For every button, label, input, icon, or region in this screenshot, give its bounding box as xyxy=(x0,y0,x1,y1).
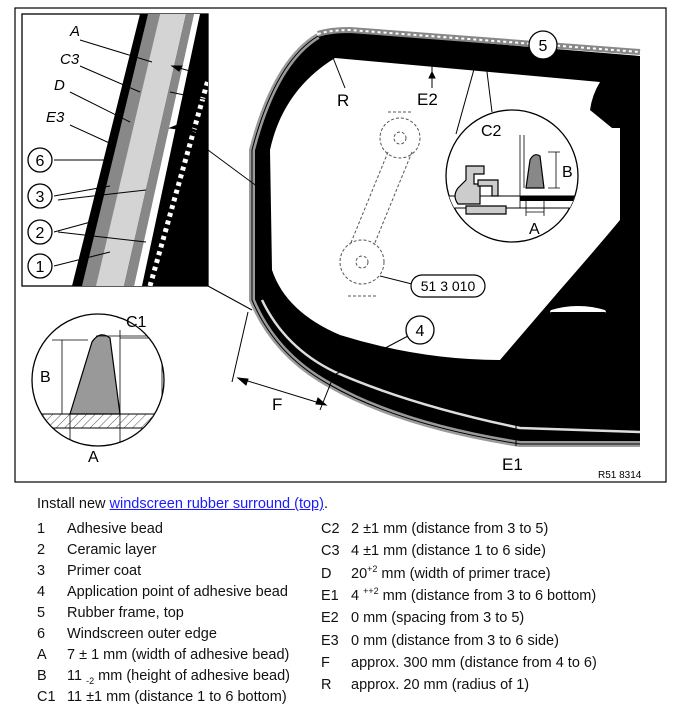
legend-description: Application point of adhesive bead xyxy=(67,584,288,600)
legend-key: 2 xyxy=(37,542,46,558)
legend-key: B xyxy=(37,668,47,684)
legend-key: 3 xyxy=(37,563,46,579)
install-prefix: Install new xyxy=(37,496,110,512)
windscreen-diagram: 5 4 R E2 E1 F 51 3 010 R51 8314 xyxy=(14,7,667,483)
svg-text:A: A xyxy=(69,23,80,40)
legend-desc-pre: 20 xyxy=(351,565,368,582)
svg-text:B: B xyxy=(562,164,573,181)
install-instruction: Install new windscreen rubber surround (… xyxy=(37,496,328,512)
svg-text:C2: C2 xyxy=(481,123,502,140)
legend-key: F xyxy=(321,654,330,671)
callout-4: 4 xyxy=(405,315,435,345)
detail-c1: C1 B A xyxy=(31,313,165,466)
legend-desc-tolerance: -2 xyxy=(86,675,95,686)
install-suffix: . xyxy=(323,496,328,512)
legend-description: 11 ±1 mm (distance 1 to 6 bottom) xyxy=(67,689,287,705)
legend-key: 4 xyxy=(37,584,46,600)
svg-text:2: 2 xyxy=(36,225,45,242)
legend-description: 4 ±1 mm (distance 1 to 6 side) xyxy=(351,543,546,560)
svg-text:6: 6 xyxy=(36,153,45,170)
legend-key: A xyxy=(37,647,47,663)
label-e1: E1 xyxy=(502,455,523,474)
svg-text:1: 1 xyxy=(36,259,45,276)
svg-text:C1: C1 xyxy=(126,314,147,331)
reference-code: R51 8314 xyxy=(598,470,642,481)
legend-description: Windscreen outer edge xyxy=(67,626,217,642)
svg-text:A: A xyxy=(88,449,99,466)
legend-key: E1 xyxy=(321,587,339,604)
legend-description: 0 mm (distance from 3 to 6 side) xyxy=(351,632,559,649)
legend-desc-post: mm (width of primer trace) xyxy=(377,565,551,582)
svg-text:D: D xyxy=(54,77,65,94)
edge-detail-inset: A C3 D E3 6 3 2 1 xyxy=(21,13,263,311)
legend-description: 20+2 mm (width of primer trace) xyxy=(351,564,551,584)
legend-description: approx. 20 mm (radius of 1) xyxy=(351,677,530,694)
legend-key: C3 xyxy=(321,543,340,560)
svg-text:C3: C3 xyxy=(60,51,80,68)
legend-description: Ceramic layer xyxy=(67,542,157,558)
svg-text:B: B xyxy=(40,369,51,386)
legend-description: Adhesive bead xyxy=(67,521,163,537)
legend-description: approx. 300 mm (distance from 4 to 6) xyxy=(351,654,597,671)
svg-text:3: 3 xyxy=(36,189,45,206)
diagram-frame xyxy=(14,7,667,483)
legend-key: 1 xyxy=(37,521,46,537)
legend-description: 11 -2 mm (height of adhesive bead) xyxy=(67,666,290,686)
legend-desc-pre: 4 xyxy=(351,587,364,604)
legend-description: Rubber frame, top xyxy=(67,605,184,621)
legend-description: 2 ±1 mm (distance from 3 to 5) xyxy=(351,521,549,537)
legend-desc-post: mm (height of adhesive bead) xyxy=(94,668,290,684)
label-f: F xyxy=(272,395,282,414)
svg-text:51 3 010: 51 3 010 xyxy=(421,278,476,294)
mirror-mount xyxy=(339,111,421,297)
legend-key: E3 xyxy=(321,632,339,649)
legend-key: 6 xyxy=(37,626,46,642)
label-r: R xyxy=(337,91,349,110)
legend-desc-pre: 11 xyxy=(67,668,87,684)
svg-text:5: 5 xyxy=(539,38,548,55)
svg-text:E3: E3 xyxy=(46,109,65,126)
legend-desc-tolerance: +2 xyxy=(367,563,378,574)
legend-desc-post: mm (distance from 3 to 6 bottom) xyxy=(378,587,597,604)
detail-c2: C2 B A xyxy=(445,61,579,243)
rubber-surround-link[interactable]: windscreen rubber surround (top) xyxy=(109,496,324,512)
legend-desc-tolerance: ++2 xyxy=(363,586,379,597)
legend-description: Primer coat xyxy=(67,563,142,579)
legend-description: 7 ± 1 mm (width of adhesive bead) xyxy=(67,647,290,663)
legend-description: 4 ++2 mm (distance from 3 to 6 bottom) xyxy=(351,586,596,606)
legend-description: 0 mm (spacing from 3 to 5) xyxy=(351,610,525,627)
svg-text:A: A xyxy=(529,221,540,238)
dimension-f xyxy=(231,311,333,411)
legend-key: C1 xyxy=(37,689,56,705)
windscreen xyxy=(249,26,641,447)
svg-text:4: 4 xyxy=(416,323,425,340)
legend-key: C2 xyxy=(321,521,340,537)
legend-key: D xyxy=(321,565,332,582)
legend-key: R xyxy=(321,677,332,694)
legend-key: 5 xyxy=(37,605,46,621)
label-e2: E2 xyxy=(417,90,438,109)
detail-dotted xyxy=(539,290,608,405)
callout-5: 5 xyxy=(528,30,558,60)
part-number-box: 51 3 010 xyxy=(379,274,486,298)
legend-key: E2 xyxy=(321,610,339,627)
